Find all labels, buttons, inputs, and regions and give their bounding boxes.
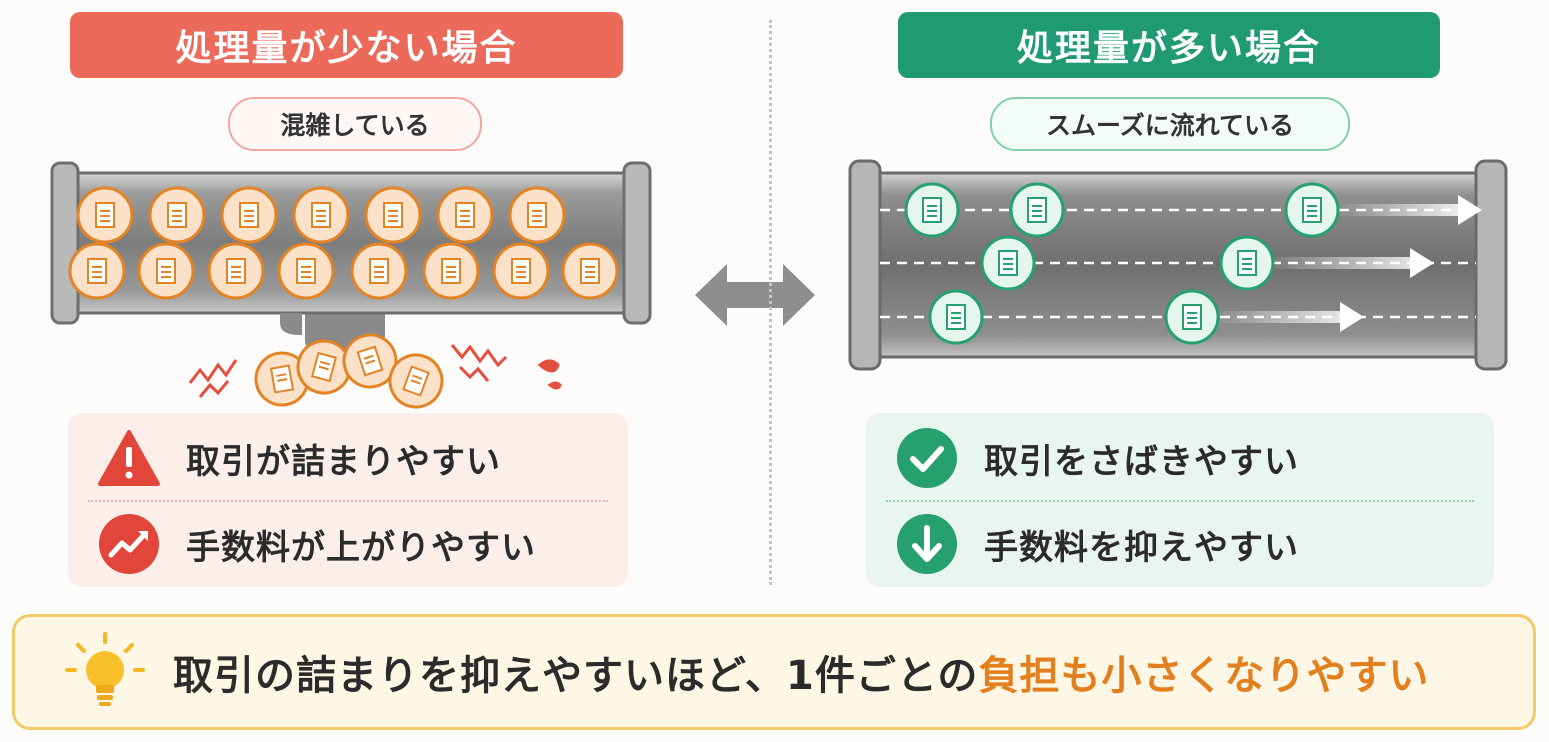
right-status-bubble: スムーズに流れている	[990, 97, 1350, 151]
spilling-tokens	[254, 333, 444, 409]
left-effect-label-2: 手数料が上がりやすい	[186, 527, 536, 568]
congested-tokens	[68, 186, 619, 300]
left-effect-label-1: 取引が詰まりやすい	[186, 441, 501, 482]
right-effects-panel: 取引をさばきやすい 手数料を抑えやすい	[866, 413, 1494, 587]
right-title: 処理量が多い場合	[1016, 28, 1321, 69]
right-effect-label-2: 手数料を抑えやすい	[984, 527, 1299, 568]
left-panel-separator	[88, 500, 608, 502]
warning-icon	[98, 427, 160, 489]
right-status-text: スムーズに流れている	[1045, 111, 1294, 140]
left-status-bubble: 混雑している	[228, 97, 482, 151]
left-status-text: 混雑している	[280, 111, 430, 140]
right-title-banner: 処理量が多い場合	[898, 12, 1440, 78]
right-pipe-flange-right	[1474, 159, 1508, 371]
center-divider	[769, 20, 772, 585]
congested-pipe-illustration	[50, 161, 652, 409]
left-effects-panel: 取引が詰まりやすい 手数料が上がりやすい	[68, 413, 628, 587]
right-effect-label-1: 取引をさばきやすい	[984, 441, 1299, 482]
flowing-tokens	[904, 182, 1340, 345]
double-arrow-icon	[695, 264, 815, 326]
left-effect-row-2: 手数料が上がりやすい	[98, 509, 598, 579]
check-icon	[896, 427, 958, 489]
trend-up-icon	[98, 513, 160, 575]
left-title-banner: 処理量が少ない場合	[70, 12, 623, 78]
right-effect-row-2: 手数料を抑えやすい	[896, 509, 1464, 579]
summary-text-main: 取引の詰まりを抑えやすいほど、1件ごとの	[173, 653, 979, 699]
summary-message: 取引の詰まりを抑えやすいほど、1件ごとの負担も小さくなりやすい	[173, 643, 1429, 701]
right-effect-row-1: 取引をさばきやすい	[896, 423, 1464, 493]
left-pipe-flange-right	[622, 161, 652, 325]
right-pipe-flange-left	[848, 159, 882, 371]
lightbulb-icon	[63, 630, 147, 714]
summary-footer: 取引の詰まりを抑えやすいほど、1件ごとの負担も小さくなりやすい	[12, 614, 1536, 730]
stress-lines	[188, 344, 562, 398]
left-effect-row-1: 取引が詰まりやすい	[98, 423, 598, 493]
left-title: 処理量が少ない場合	[175, 28, 518, 69]
summary-text-highlight: 負担も小さくなりやすい	[978, 653, 1430, 699]
arrow-down-icon	[896, 513, 958, 575]
left-pipe-flange-left	[50, 161, 80, 325]
right-panel-separator	[886, 500, 1474, 502]
smooth-pipe-illustration	[848, 159, 1508, 371]
flow-arrows	[1210, 195, 1482, 332]
